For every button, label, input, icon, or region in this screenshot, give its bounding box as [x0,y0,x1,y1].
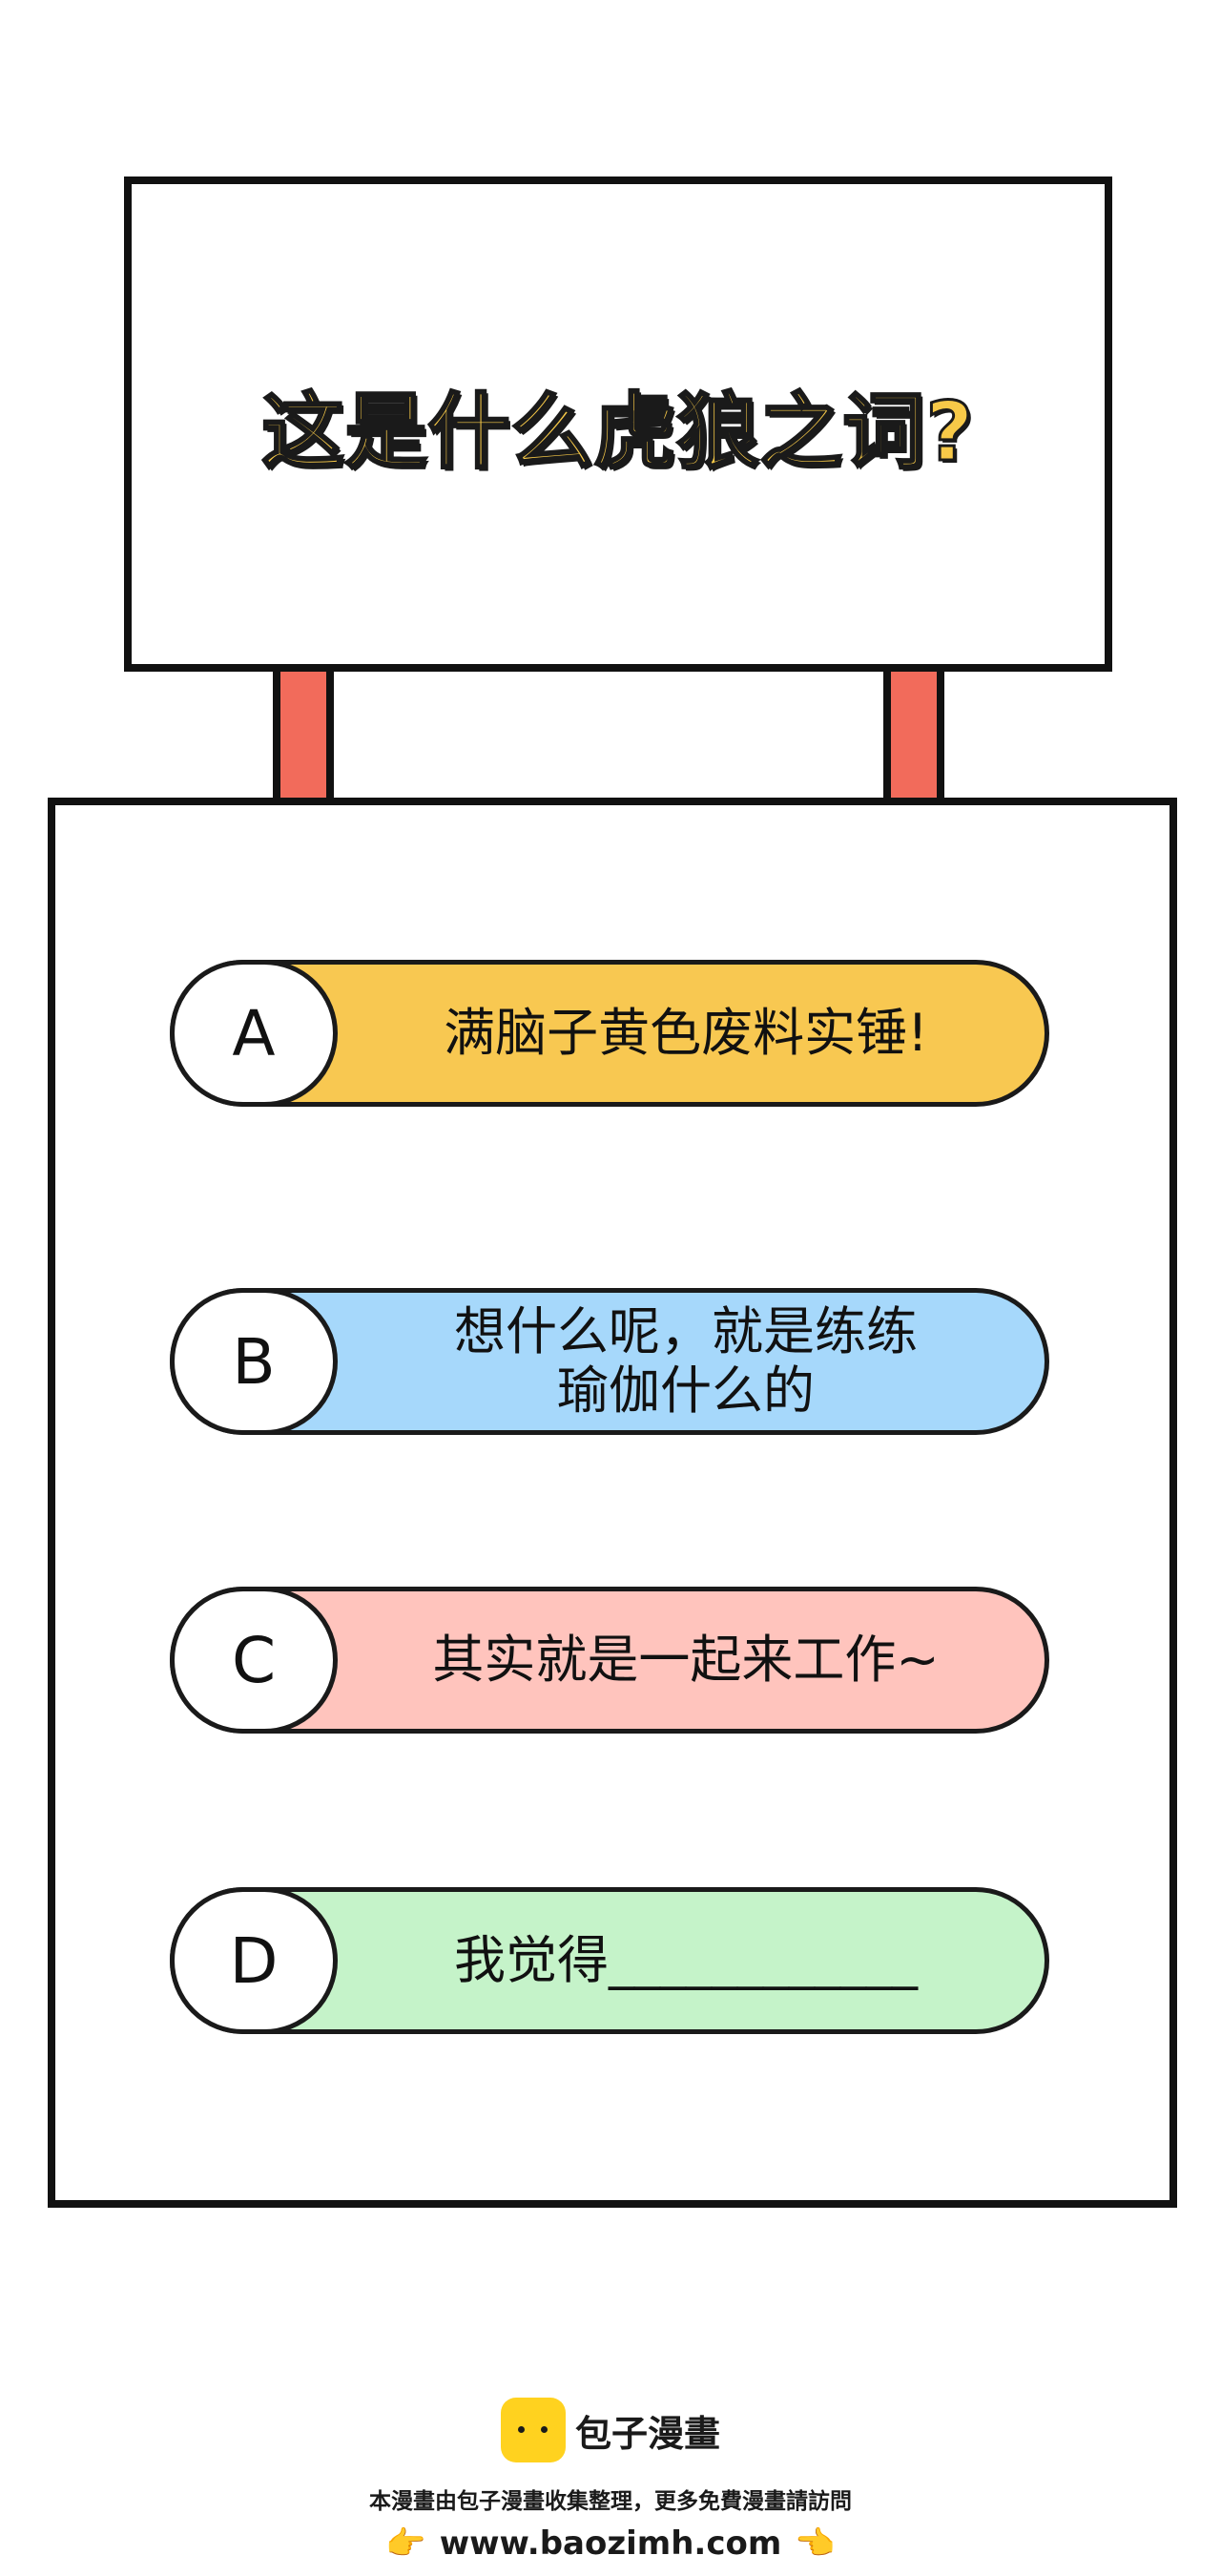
option-a-letter: A [232,996,276,1070]
question-title: 这是什么虎狼之词? [260,384,975,482]
option-b-letter: B [232,1324,276,1399]
option-a[interactable]: A 满脑子黄色废料实锤! [170,960,1049,1107]
option-c-badge: C [170,1587,338,1734]
footer: 包子漫畫 本漫畫由包子漫畫收集整理，更多免費漫畫請訪問 👉 www.baozim… [0,2395,1221,2563]
pointing-right-hand-icon: 👉 [385,2524,426,2563]
option-d-badge: D [170,1887,338,2034]
footer-url-row: 👉 www.baozimh.com 👈 [0,2524,1221,2563]
footer-note: 本漫畫由包子漫畫收集整理，更多免費漫畫請訪問 [369,2489,852,2514]
brand-row: 包子漫畫 [0,2395,1221,2465]
sign-post-right [883,672,944,801]
footer-url-link[interactable]: www.baozimh.com [439,2524,782,2563]
option-b[interactable]: B 想什么呢，就是练练 瑜伽什么的 [170,1288,1049,1435]
option-a-badge: A [170,960,338,1107]
pointing-left-hand-icon: 👈 [795,2524,836,2563]
brand-name: 包子漫畫 [574,2412,720,2455]
option-b-badge: B [170,1288,338,1435]
option-b-text: 想什么呢，就是练练 瑜伽什么的 [454,1301,918,1421]
sign-post-left [273,672,334,801]
option-a-text: 满脑子黄色废料实锤! [444,1003,928,1063]
option-c-text: 其实就是一起来工作~ [432,1630,940,1690]
bun-face-icon [500,2398,566,2462]
option-c[interactable]: C 其实就是一起来工作~ [170,1587,1049,1734]
option-c-letter: C [231,1623,277,1697]
option-d[interactable]: D 我觉得____________ [170,1887,1049,2034]
option-d-text: 我觉得____________ [454,1930,918,1990]
question-sign: 这是什么虎狼之词? [124,177,1112,672]
option-d-letter: D [229,1923,279,1998]
